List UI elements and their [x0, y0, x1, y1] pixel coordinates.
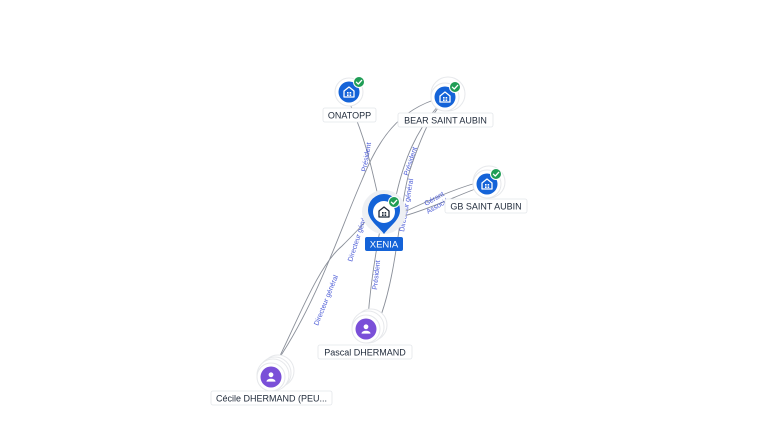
company-name: GB SAINT AUBIN — [450, 202, 521, 212]
node-gb-saint-aubin[interactable] — [472, 165, 506, 199]
label-gb-saint-aubin[interactable]: GB SAINT AUBIN — [444, 198, 528, 214]
edge-xenia-gb-2[interactable] — [403, 187, 479, 217]
node-cecile-dhermand[interactable] — [256, 354, 295, 392]
verified-check-icon — [352, 75, 366, 89]
person-name: Cécile DHERMAND (PEU... — [216, 394, 327, 404]
person-name: Pascal DHERMAND — [324, 348, 406, 358]
building-icon — [378, 206, 390, 218]
node-pascal-dhermand[interactable] — [351, 308, 388, 344]
label-xenia[interactable]: XENIA — [365, 237, 403, 251]
edge-label-pascal-xenia: Président — [372, 260, 382, 290]
center-company-name: XENIA — [370, 240, 399, 251]
node-xenia-center[interactable] — [362, 190, 406, 234]
label-onatopp[interactable]: ONATOPP — [322, 107, 377, 123]
edge-cecile-xenia[interactable] — [275, 211, 373, 365]
verified-check-icon — [387, 195, 401, 209]
verified-check-icon — [448, 80, 462, 94]
company-name: ONATOPP — [328, 111, 371, 121]
label-bear-saint-aubin[interactable]: BEAR SAINT AUBIN — [397, 112, 494, 128]
node-onatopp[interactable] — [334, 75, 366, 107]
verified-check-icon — [489, 167, 503, 181]
edge-xenia-gb-1[interactable] — [403, 182, 477, 213]
pin-inner-circle — [373, 201, 395, 223]
label-pascal-dhermand[interactable]: Pascal DHERMAND — [317, 344, 413, 360]
label-cecile-dhermand[interactable]: Cécile DHERMAND (PEU... — [210, 390, 333, 406]
company-name: BEAR SAINT AUBIN — [404, 116, 487, 126]
edge-label-cecile-xenia: Directeur général — [313, 274, 340, 327]
edge-xenia-bear[interactable] — [395, 103, 441, 197]
node-bear-saint-aubin[interactable] — [430, 76, 466, 112]
